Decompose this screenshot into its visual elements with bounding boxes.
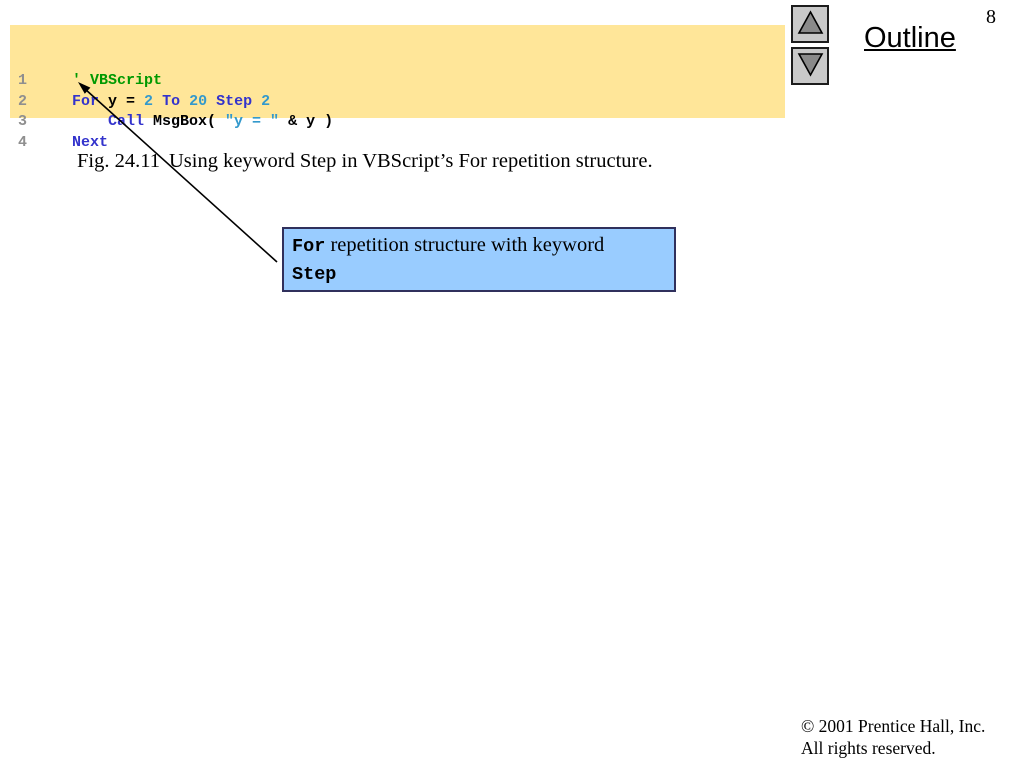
- callout-line: Step: [292, 264, 337, 285]
- nav-up-button[interactable]: [791, 5, 829, 43]
- page-number: 8: [986, 6, 996, 28]
- code-listing: 1 ' VBScript 2 For y = 2 To 20 Step 2 3 Call…: [10, 25, 785, 151]
- line-number: 1: [18, 72, 28, 90]
- code-text: ' VBScript: [72, 72, 163, 90]
- line-number: 4: [18, 133, 28, 151]
- code-text: For y = 2 To 20 Step 2: [72, 92, 271, 110]
- copyright-line2: All rights reserved.: [801, 737, 936, 758]
- code-line: 3 Call MsgBox( "y = " & y ): [18, 112, 785, 133]
- code-line: 1 ' VBScript: [18, 71, 785, 92]
- figure-caption: Fig. 24.11 Using keyword Step in VBScript…: [77, 150, 653, 173]
- code-text: Call MsgBox( "y = " & y ): [108, 113, 334, 131]
- copyright-footer: © 2001 Prentice Hall, Inc. All rights re…: [801, 716, 985, 759]
- code-lines: 1 ' VBScript 2 For y = 2 To 20 Step 2 3 Call…: [18, 71, 785, 153]
- copyright-line1: © 2001 Prentice Hall, Inc.: [801, 716, 986, 736]
- line-number: 3: [18, 113, 28, 131]
- code-text: Next: [72, 133, 109, 151]
- line-number: 2: [18, 92, 28, 110]
- figure-caption-label: Fig. 24.11: [77, 150, 160, 172]
- code-line: 2 For y = 2 To 20 Step 2: [18, 92, 785, 113]
- outline-link[interactable]: Outline: [864, 22, 956, 54]
- nav-down-button[interactable]: [791, 47, 829, 85]
- up-triangle-icon: [797, 9, 824, 39]
- callout-line: For repetition structure with keyword: [292, 234, 605, 257]
- down-triangle-icon: [797, 51, 824, 81]
- figure-caption-text: Using keyword Step in VBScript’s For rep…: [168, 150, 653, 172]
